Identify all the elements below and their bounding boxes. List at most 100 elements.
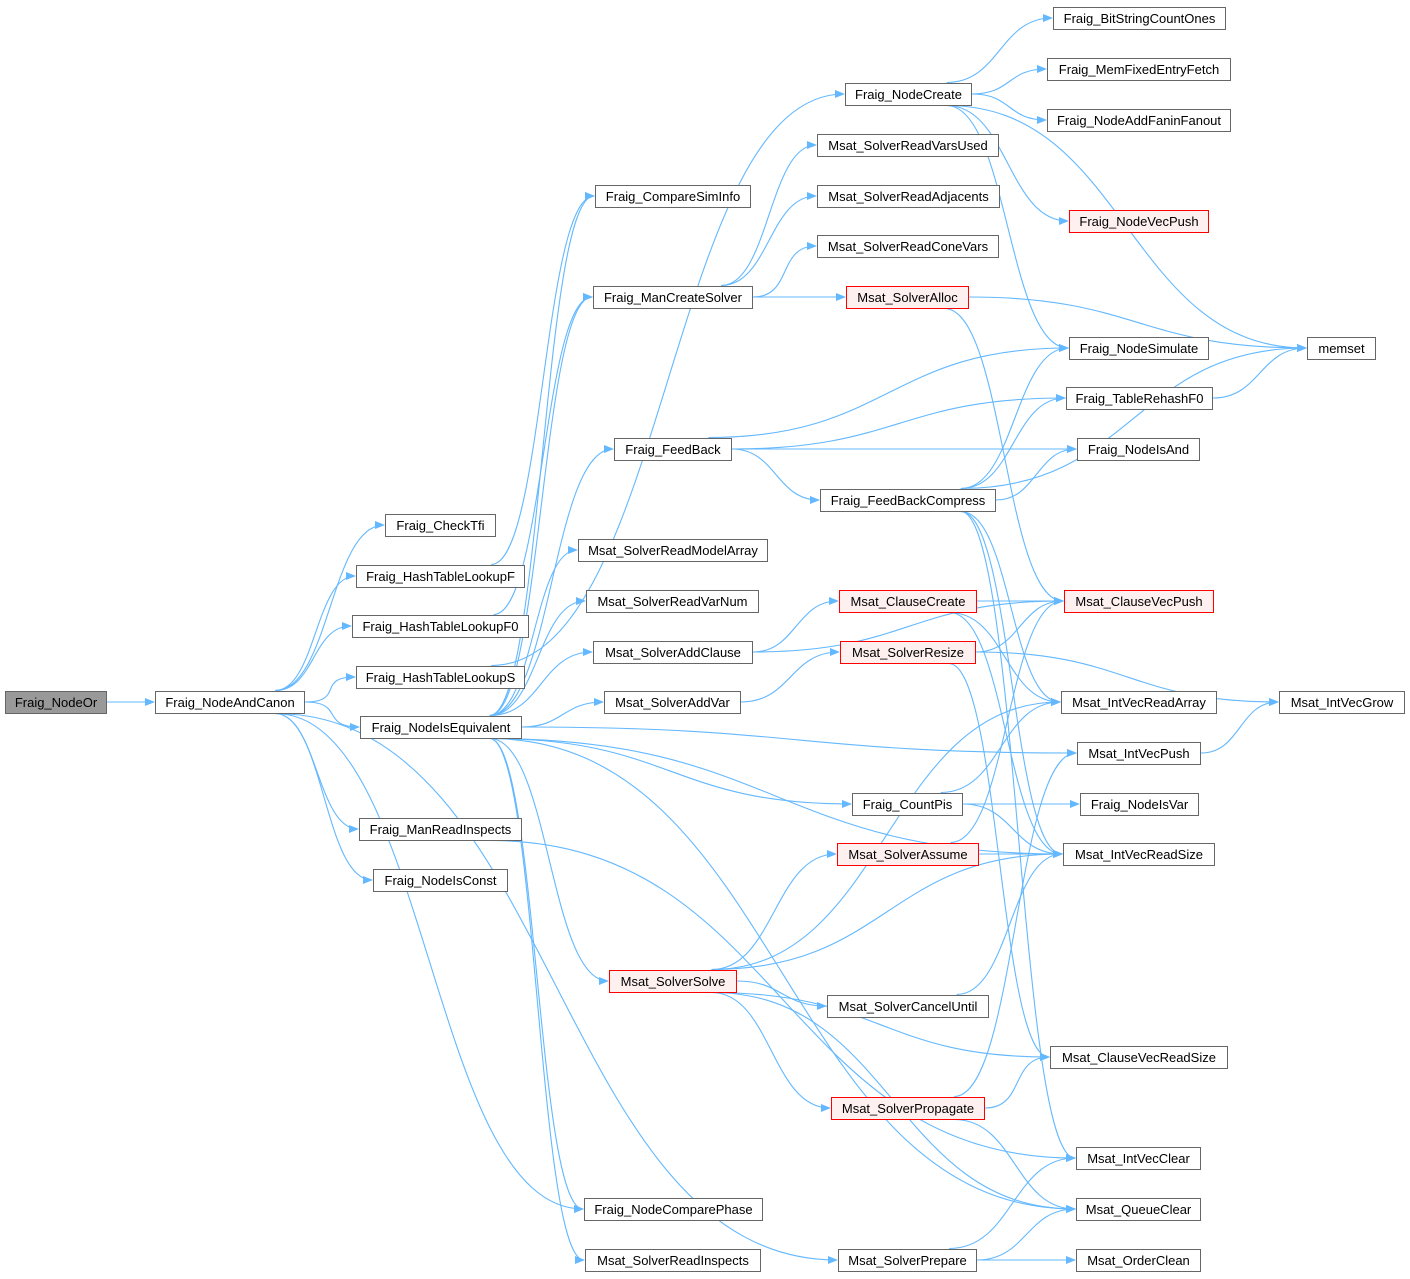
edge-fraig-mancreatesolver-to-msat-solverreadvarsused: [720, 141, 817, 287]
node-msat-intvecpush[interactable]: Msat_IntVecPush: [1077, 741, 1201, 765]
node-memset[interactable]: memset: [1307, 336, 1376, 360]
edge-fraig-nodeisequivalent-to-msat-solverreadinspects: [489, 737, 585, 1264]
node-fraig-memfixedentryfetch[interactable]: Fraig_MemFixedEntryFetch: [1047, 57, 1231, 81]
edge-msat-solverresize-to-msat-clausevecpush: [975, 597, 1064, 653]
node-msat-solverresize[interactable]: Msat_SolverResize: [840, 640, 976, 664]
edge-fraig-feedbackcompress-to-msat-intvecreadsize: [960, 510, 1063, 858]
node-msat-solverreadvarsused[interactable]: Msat_SolverReadVarsUsed: [817, 133, 999, 157]
edge-msat-intvecpush-to-msat-intvecgrow: [1200, 698, 1279, 754]
edge-fraig-nodeandcanon-to-fraig-checktfi: [274, 521, 385, 692]
edge-fraig-nodeisequivalent-to-msat-solveraddvar: [521, 698, 604, 728]
edge-msat-solversolve-to-msat-solverpropagate: [711, 991, 831, 1112]
node-msat-solverreadconevars[interactable]: Msat_SolverReadConeVars: [817, 234, 999, 258]
edge-msat-solverpropagate-to-msat-queueclear: [954, 1118, 1076, 1213]
edge-msat-solversolve-to-msat-clausevecreadsize: [711, 991, 1050, 1061]
node-msat-intvecreadsize[interactable]: Msat_IntVecReadSize: [1063, 842, 1215, 866]
edge-fraig-nodecreate-to-fraig-nodesimulate: [946, 104, 1069, 352]
node-fraig-mancreatesolver[interactable]: Fraig_ManCreateSolver: [593, 285, 753, 309]
node-fraig-countpis[interactable]: Fraig_CountPis: [852, 792, 963, 816]
edge-fraig-nodecreate-to-fraig-nodevecpush: [946, 104, 1069, 225]
node-fraig-checktfi[interactable]: Fraig_CheckTfi: [385, 513, 496, 537]
edge-msat-solverpropagate-to-msat-clausevecreadsize: [984, 1053, 1050, 1109]
node-msat-solverassume[interactable]: Msat_SolverAssume: [837, 842, 979, 866]
edge-fraig-feedbackcompress-to-fraig-tablerehashf0: [960, 394, 1066, 490]
edge-msat-solverprepare-to-msat-intvecclear: [949, 1154, 1076, 1250]
node-fraig-nodeor[interactable]: Fraig_NodeOr: [5, 690, 107, 714]
node-msat-queueclear[interactable]: Msat_QueueClear: [1076, 1197, 1201, 1221]
node-fraig-nodeisconst[interactable]: Fraig_NodeIsConst: [373, 868, 508, 892]
node-fraig-nodeisequivalent[interactable]: Fraig_NodeIsEquivalent: [360, 715, 522, 739]
node-msat-orderclean[interactable]: Msat_OrderClean: [1076, 1248, 1201, 1272]
node-fraig-manreadinspects[interactable]: Fraig_ManReadInspects: [359, 817, 522, 841]
node-msat-solverreadvarnum[interactable]: Msat_SolverReadVarNum: [586, 589, 759, 613]
edge-fraig-nodeandcanon-to-fraig-hashtablelookups: [304, 673, 356, 703]
node-fraig-feedbackcompress[interactable]: Fraig_FeedBackCompress: [820, 488, 996, 512]
edge-fraig-nodeisequivalent-to-fraig-feedback: [489, 445, 614, 717]
edge-msat-solvercanceluntil-to-msat-intvecreadsize: [956, 850, 1063, 996]
node-msat-clausevecreadsize[interactable]: Msat_ClauseVecReadSize: [1050, 1045, 1228, 1069]
node-msat-solverreadadjacents[interactable]: Msat_SolverReadAdjacents: [817, 184, 1000, 208]
node-fraig-hashtablelookupf0[interactable]: Fraig_HashTableLookupF0: [352, 614, 529, 638]
node-fraig-nodeisvar[interactable]: Fraig_NodeIsVar: [1080, 792, 1199, 816]
node-msat-clausecreate[interactable]: Msat_ClauseCreate: [839, 589, 977, 613]
edge-fraig-feedbackcompress-to-fraig-nodesimulate: [960, 344, 1069, 490]
edge-fraig-nodeisequivalent-to-msat-solverreadmodelarray: [489, 546, 578, 717]
node-fraig-tablerehashf0[interactable]: Fraig_TableRehashF0: [1066, 386, 1213, 410]
edge-msat-solveraddclause-to-msat-clausecreate: [752, 597, 839, 653]
node-msat-intvecreadarray[interactable]: Msat_IntVecReadArray: [1061, 690, 1217, 714]
node-msat-clausevecpush[interactable]: Msat_ClauseVecPush: [1064, 589, 1214, 613]
edge-fraig-nodeisequivalent-to-msat-queueclear: [489, 737, 1076, 1213]
edge-msat-solveralloc-to-msat-clausevecpush: [944, 307, 1064, 605]
edge-fraig-nodeandcanon-to-fraig-nodeisconst: [274, 712, 373, 884]
edge-fraig-countpis-to-msat-intvecreadarray: [940, 698, 1061, 794]
edge-msat-solverpropagate-to-msat-intvecpush: [954, 749, 1077, 1098]
edge-fraig-nodeisequivalent-to-fraig-nodecomparephase: [489, 737, 584, 1213]
node-fraig-nodesimulate[interactable]: Fraig_NodeSimulate: [1069, 336, 1209, 360]
edge-fraig-feedbackcompress-to-msat-intvecreadarray: [960, 510, 1061, 706]
edge-fraig-nodeandcanon-to-fraig-hashtablelookupf0: [274, 622, 352, 692]
node-msat-solverreadinspects[interactable]: Msat_SolverReadInspects: [585, 1248, 761, 1272]
edge-fraig-feedbackcompress-to-fraig-nodeisand: [995, 445, 1077, 501]
edge-fraig-feedback-to-fraig-tablerehashf0: [731, 394, 1066, 450]
edge-fraig-nodeisequivalent-to-fraig-comparesiminfo: [489, 192, 595, 717]
node-fraig-hashtablelookupf[interactable]: Fraig_HashTableLookupF: [356, 564, 525, 588]
edge-msat-solveralloc-to-memset: [968, 296, 1307, 352]
edge-fraig-nodeandcanon-to-fraig-nodecomparephase: [274, 712, 584, 1213]
node-msat-solveraddvar[interactable]: Msat_SolverAddVar: [604, 690, 741, 714]
edge-fraig-nodeisequivalent-to-msat-solverreadvarnum: [489, 597, 586, 717]
edge-msat-solverprepare-to-msat-queueclear: [976, 1205, 1076, 1261]
edge-fraig-mancreatesolver-to-msat-solverreadconevars: [752, 242, 817, 298]
edge-msat-solverassume-to-msat-clausevecpush: [950, 597, 1064, 844]
node-msat-intvecgrow[interactable]: Msat_IntVecGrow: [1279, 690, 1405, 714]
node-fraig-nodevecpush[interactable]: Fraig_NodeVecPush: [1069, 209, 1209, 233]
edge-fraig-nodeandcanon-to-fraig-hashtablelookupf: [274, 572, 356, 692]
node-fraig-feedback[interactable]: Fraig_FeedBack: [614, 437, 732, 461]
edge-fraig-manreadinspects-to-msat-intvecclear: [489, 839, 1076, 1162]
node-msat-intvecclear[interactable]: Msat_IntVecClear: [1076, 1146, 1201, 1170]
node-msat-solverreadmodelarray[interactable]: Msat_SolverReadModelArray: [578, 538, 768, 562]
edge-fraig-feedbackcompress-to-memset: [960, 344, 1307, 490]
node-msat-solverprepare[interactable]: Msat_SolverPrepare: [838, 1248, 977, 1272]
node-fraig-nodeisand[interactable]: Fraig_NodeIsAnd: [1077, 437, 1200, 461]
node-fraig-nodeaddfaninfanout[interactable]: Fraig_NodeAddFaninFanout: [1047, 108, 1231, 132]
node-msat-solversolve[interactable]: Msat_SolverSolve: [609, 969, 737, 993]
edge-fraig-feedback-to-fraig-nodesimulate: [708, 344, 1069, 439]
edge-msat-solverresize-to-msat-intvecgrow: [975, 651, 1279, 706]
node-fraig-nodecomparephase[interactable]: Fraig_NodeComparePhase: [584, 1197, 763, 1221]
edge-fraig-countpis-to-msat-intvecreadsize: [962, 803, 1063, 858]
edge-fraig-nodeisequivalent-to-msat-solveraddclause: [489, 648, 593, 717]
node-fraig-hashtablelookups[interactable]: Fraig_HashTableLookupS: [356, 665, 525, 689]
node-fraig-comparesiminfo[interactable]: Fraig_CompareSimInfo: [595, 184, 751, 208]
edge-fraig-nodeandcanon-to-fraig-nodeisequivalent: [304, 701, 360, 731]
node-msat-solveralloc[interactable]: Msat_SolverAlloc: [846, 285, 969, 309]
node-fraig-bitstringcountones[interactable]: Fraig_BitStringCountOnes: [1053, 6, 1226, 30]
node-msat-solveraddclause[interactable]: Msat_SolverAddClause: [593, 640, 753, 664]
node-msat-solverpropagate[interactable]: Msat_SolverPropagate: [831, 1096, 985, 1120]
edge-fraig-nodecreate-to-fraig-bitstringcountones: [946, 14, 1053, 84]
node-msat-solvercanceluntil[interactable]: Msat_SolverCancelUntil: [827, 994, 989, 1018]
node-fraig-nodecreate[interactable]: Fraig_NodeCreate: [845, 82, 972, 106]
edge-msat-clausecreate-to-msat-intvecreadsize: [949, 611, 1063, 858]
edge-fraig-nodeisequivalent-to-msat-solversolve: [489, 737, 609, 985]
node-fraig-nodeandcanon[interactable]: Fraig_NodeAndCanon: [155, 690, 305, 714]
edge-fraig-hashtablelookupf-to-fraig-comparesiminfo: [491, 192, 595, 566]
